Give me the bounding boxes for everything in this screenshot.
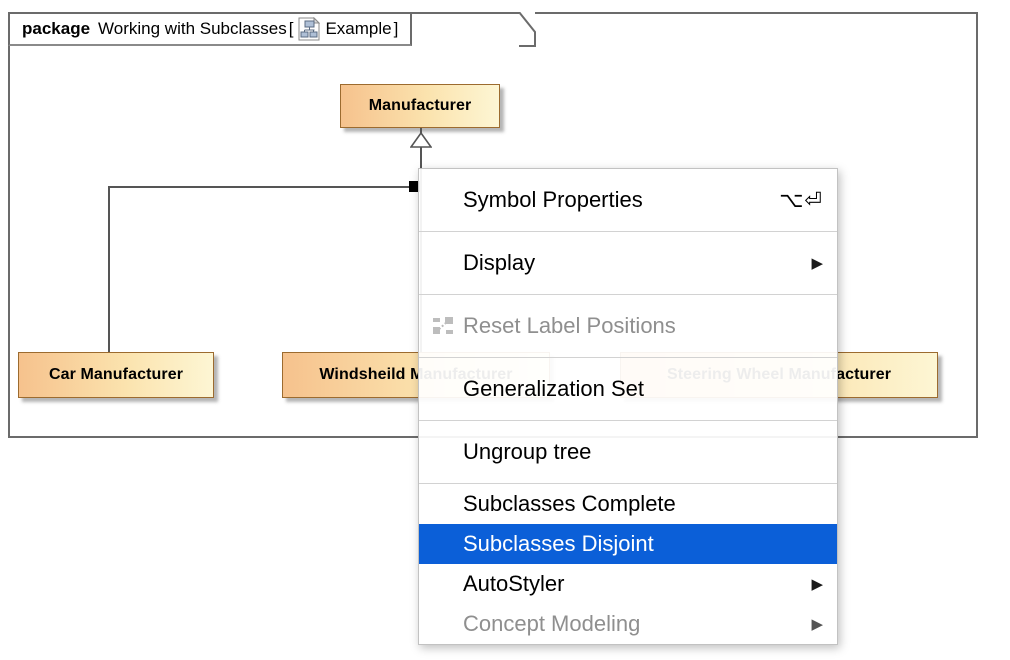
- menu-item-shortcut: ⌥⏎: [779, 188, 823, 212]
- bracket-open: [: [288, 19, 294, 38]
- menu-item-display[interactable]: Display ▶: [419, 232, 837, 294]
- selection-handle-branch[interactable]: [409, 181, 420, 192]
- class-name-manufacturer: Manufacturer: [368, 97, 472, 114]
- package-name: Working with Subclasses: [98, 19, 287, 38]
- menu-item-label: Symbol Properties: [463, 187, 643, 212]
- diagram-icon: [298, 16, 321, 41]
- menu-separator: [419, 357, 837, 358]
- menu-item-label: Subclasses Complete: [463, 491, 676, 516]
- menu-item-reset-label-positions: Reset Label Positions: [419, 295, 837, 357]
- menu-item-label: Reset Label Positions: [463, 313, 676, 338]
- submenu-arrow-icon: ▶: [811, 615, 823, 633]
- menu-item-label: AutoStyler: [463, 571, 565, 596]
- menu-item-subclasses-disjoint[interactable]: Subclasses Disjoint: [419, 524, 837, 564]
- menu-separator: [419, 420, 837, 421]
- submenu-arrow-icon: ▶: [811, 575, 823, 593]
- context-menu[interactable]: Symbol Properties ⌥⏎ Display ▶ Reset Label P…: [418, 168, 838, 645]
- package-header-tab[interactable]: package Working with Subclasses [ Exampl…: [8, 12, 413, 46]
- generalization-branch-horizontal: [108, 186, 422, 188]
- menu-item-ungroup-tree[interactable]: Ungroup tree: [419, 421, 837, 483]
- menu-separator: [419, 483, 837, 484]
- menu-item-label: Subclasses Disjoint: [463, 531, 654, 556]
- class-box-manufacturer[interactable]: Manufacturer: [340, 84, 500, 128]
- menu-item-symbol-properties[interactable]: Symbol Properties ⌥⏎: [419, 169, 837, 231]
- menu-separator: [419, 294, 837, 295]
- menu-item-concept-modeling: Concept Modeling ▶: [419, 604, 837, 644]
- menu-item-label: Generalization Set: [463, 376, 644, 401]
- reset-label-positions-icon: [431, 315, 455, 337]
- generalization-triangle-icon: [410, 133, 432, 148]
- bracket-close: ]: [393, 19, 399, 38]
- menu-item-generalization-set[interactable]: Generalization Set: [419, 358, 837, 420]
- menu-item-subclasses-complete[interactable]: Subclasses Complete: [419, 484, 837, 524]
- package-diagram-label: Example: [325, 19, 392, 38]
- class-box-car-manufacturer[interactable]: Car Manufacturer: [18, 352, 214, 398]
- menu-item-label: Ungroup tree: [463, 439, 592, 464]
- package-keyword: package: [22, 19, 91, 38]
- class-name-car-manufacturer: Car Manufacturer: [48, 366, 184, 383]
- generalization-stem-vertical: [420, 118, 422, 188]
- submenu-arrow-icon: ▶: [811, 254, 823, 272]
- menu-separator: [419, 231, 837, 232]
- menu-item-label: Concept Modeling: [463, 611, 641, 636]
- menu-item-autostyler[interactable]: AutoStyler ▶: [419, 564, 837, 604]
- menu-item-label: Display: [463, 250, 536, 275]
- generalization-drop-car: [108, 186, 110, 354]
